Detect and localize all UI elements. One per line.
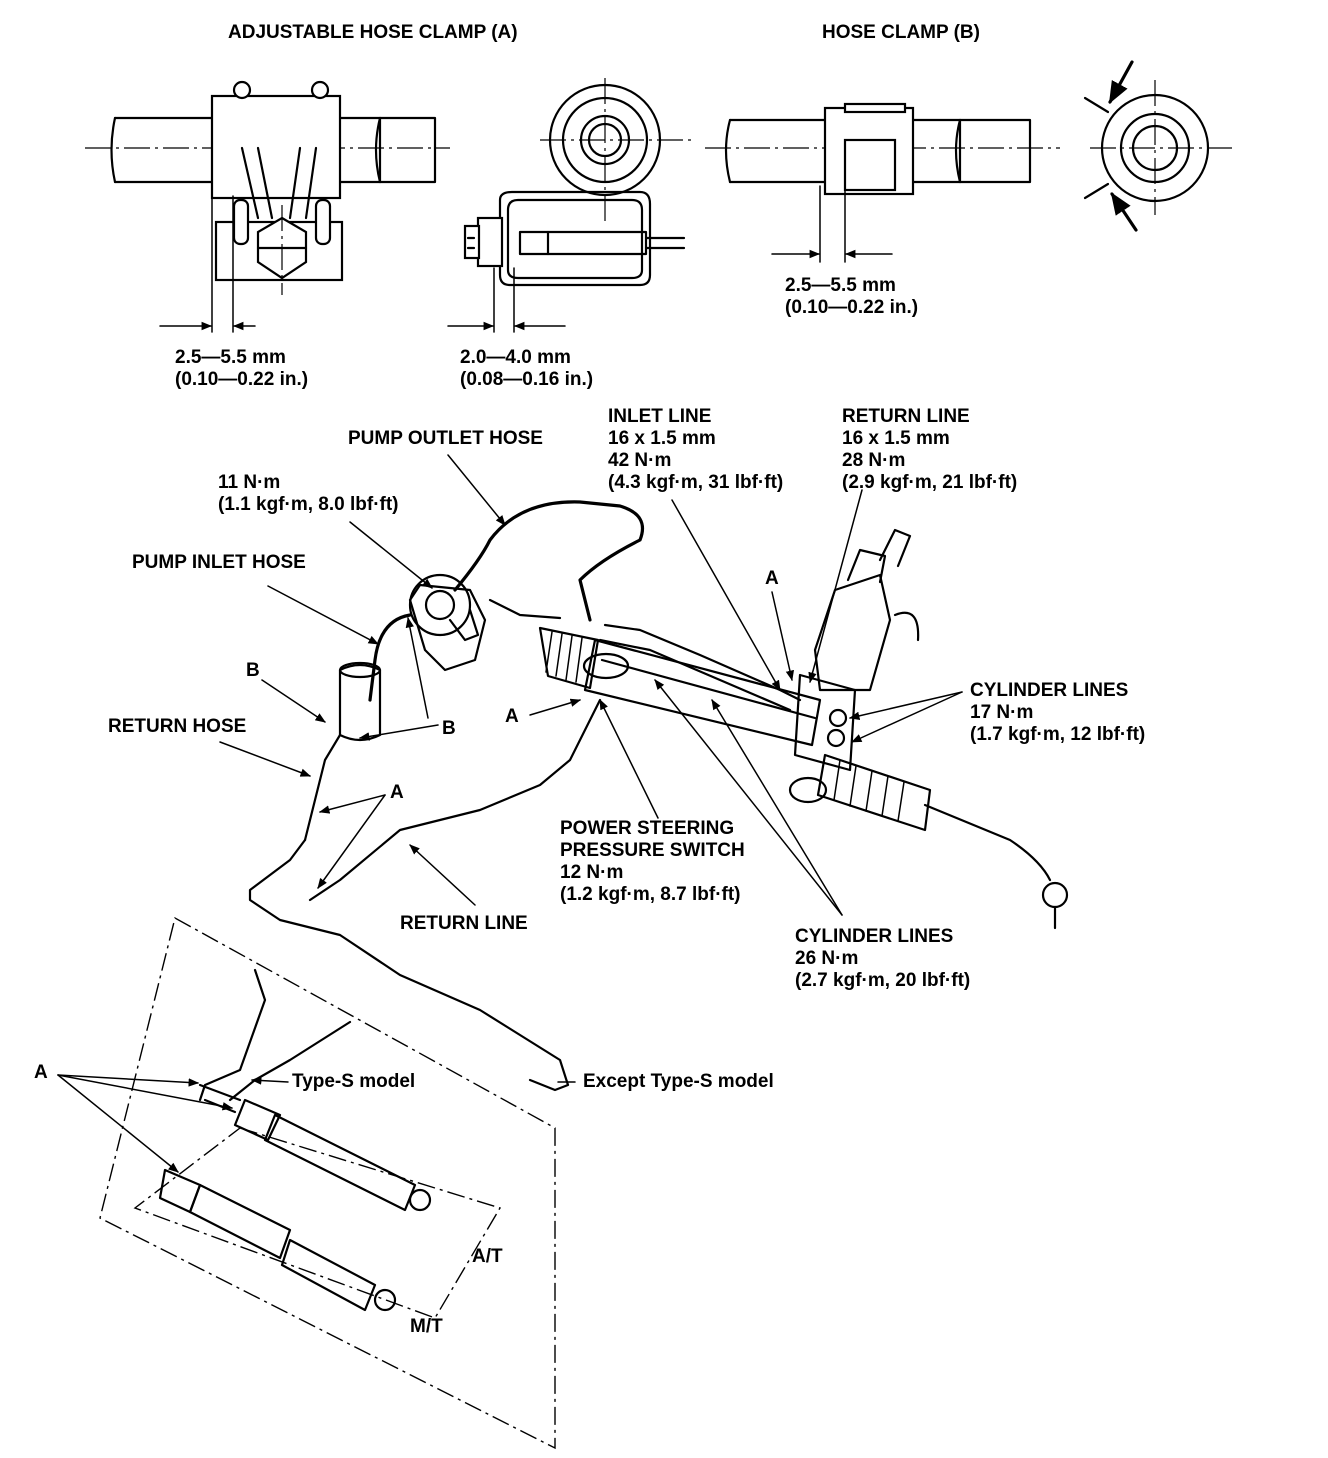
clamp-a-dimension-2: 2.0—4.0 mm (0.08—0.16 in.) [460, 347, 594, 390]
return-line-top-label: RETURN LINE 16 x 1.5 mm 28 N·m (2.9 kgf·… [842, 406, 1018, 493]
inlet-line-label: INLET LINE 16 x 1.5 mm 42 N·m (4.3 kgf·m… [608, 406, 784, 493]
type-s-label: Type-S model [292, 1071, 416, 1092]
clamp-a-title: ADJUSTABLE HOSE CLAMP (A) [228, 22, 518, 43]
pump-bolt-torque-label: 11 N·m (1.1 kgf·m, 8.0 lbf·ft) [218, 472, 399, 515]
hoses-and-lines [198, 500, 802, 1102]
mt-label: M/T [410, 1316, 443, 1337]
at-label: A/T [472, 1246, 503, 1267]
callout-b-left: B [246, 660, 260, 681]
cylinder-lines-17-label: CYLINDER LINES 17 N·m (1.7 kgf·m, 12 lbf… [970, 680, 1146, 745]
steering-gearbox [538, 528, 1069, 930]
mt-cooler [158, 1168, 397, 1312]
except-type-s-label: Except Type-S model [583, 1071, 774, 1092]
pump-assembly [338, 573, 487, 742]
clamp-a-dimension-1: 2.5—5.5 mm (0.10—0.22 in.) [175, 347, 309, 390]
clamp-a-end-view [447, 78, 695, 333]
callout-a-switch: A [505, 706, 519, 727]
clamp-b-end-view [1083, 60, 1232, 232]
pump-inlet-hose-label: PUMP INLET HOSE [132, 552, 306, 573]
return-line-bottom-label: RETURN LINE [400, 913, 528, 934]
leader-lines [57, 454, 963, 1173]
callout-a-coolers: A [34, 1062, 48, 1083]
clamp-b-title: HOSE CLAMP (B) [822, 22, 980, 43]
at-cooler [198, 1083, 432, 1212]
callout-a-gearbox: A [765, 568, 779, 589]
return-hose-label: RETURN HOSE [108, 716, 247, 737]
clamp-a-side-view [85, 80, 450, 333]
cylinder-lines-26-label: CYLINDER LINES 26 N·m (2.7 kgf·m, 20 lbf… [795, 926, 971, 991]
cooler-options [99, 916, 556, 1450]
clamp-b-dimension: 2.5—5.5 mm (0.10—0.22 in.) [785, 275, 919, 318]
pump-outlet-hose-label: PUMP OUTLET HOSE [348, 428, 543, 449]
callout-a-return: A [390, 782, 404, 803]
callout-b-right: B [442, 718, 456, 739]
clamp-b-side-view [705, 102, 1060, 263]
power-steering-switch-label: POWER STEERING PRESSURE SWITCH 12 N·m (1… [560, 818, 745, 905]
